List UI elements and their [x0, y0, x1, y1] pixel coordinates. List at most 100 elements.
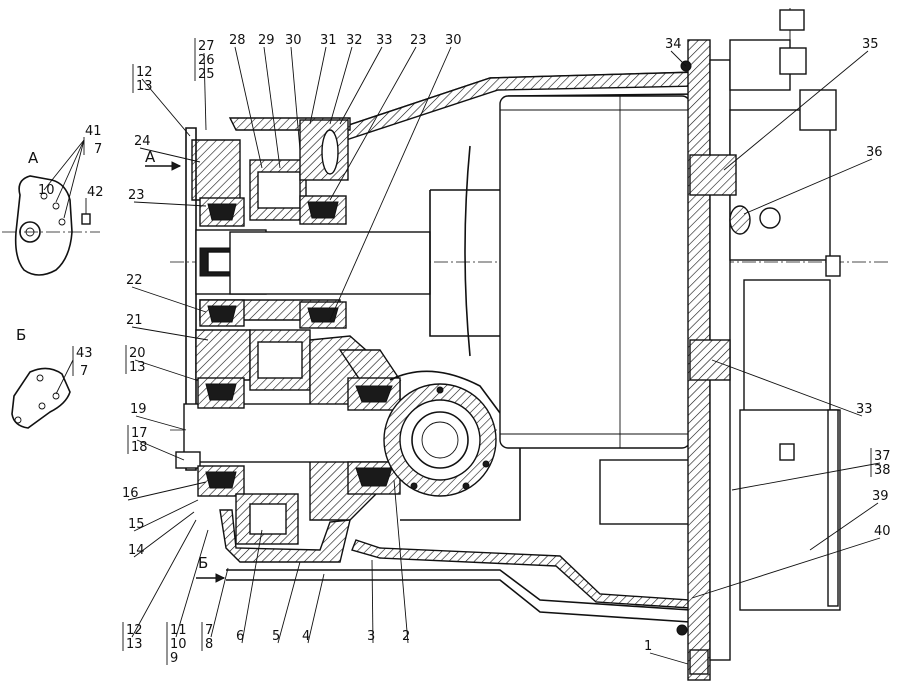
- callout-label-17-18-0: 17: [131, 426, 148, 441]
- callout-leader-28: [234, 46, 263, 169]
- callout-label-28-0: 28: [229, 33, 246, 48]
- callout-leader-32: [329, 46, 353, 125]
- callout-label-31-0: 31: [320, 33, 337, 48]
- callout-label-33b-0: 33: [856, 402, 873, 417]
- section-arrow-b-label: Б: [198, 554, 208, 572]
- callout-label-32-0: 32: [346, 33, 363, 48]
- callout-label-27-26-25-2: 25: [198, 67, 215, 82]
- callout-label-23b-0: 23: [128, 188, 145, 203]
- view-a-callout-7: 7: [94, 142, 102, 157]
- callout-1: 1: [644, 639, 689, 665]
- callout-21: 21: [126, 313, 209, 341]
- callout-24: 24: [134, 134, 201, 163]
- callout-label-23a-0: 23: [410, 33, 427, 48]
- callout-23b: 23: [128, 188, 207, 207]
- bearing-22: [199, 299, 245, 327]
- callout-leader-7-8: [210, 567, 229, 638]
- callout-leader-2: [393, 479, 409, 644]
- callout-leader-30b: [329, 46, 452, 321]
- callout-label-29-0: 29: [258, 33, 275, 48]
- callout-33: 33: [339, 33, 393, 125]
- callout-leader-34: [670, 50, 687, 67]
- callout-label-39-0: 39: [872, 489, 889, 504]
- bolt-35: [689, 154, 737, 196]
- section-arrows: А Б: [145, 148, 226, 583]
- callout-leader-5: [277, 561, 301, 644]
- callout-2: 2: [393, 479, 410, 644]
- callout-leader-1: [649, 652, 689, 665]
- callout-31: 31: [309, 33, 337, 125]
- callout-leader-16: [127, 481, 207, 501]
- callout-leader-15: [133, 499, 199, 532]
- callout-leader-29: [263, 46, 281, 169]
- callout-leader-14: [133, 511, 195, 558]
- callout-5: 5: [272, 561, 301, 644]
- callout-label-11-10-9-2: 9: [170, 651, 178, 666]
- callout-19: 19: [130, 402, 187, 431]
- callout-leader-31: [309, 46, 327, 125]
- callout-16: 16: [122, 481, 207, 501]
- view-a-callout-41: 41: [85, 124, 102, 139]
- callout-label-37-38-1: 38: [874, 463, 891, 478]
- callout-label-33-0: 33: [376, 33, 393, 48]
- view-b-title: Б: [16, 326, 26, 344]
- callout-label-40-0: 40: [874, 524, 891, 539]
- callout-label-20-13-0: 20: [129, 346, 146, 361]
- view-b-callout-43: 43: [76, 346, 93, 361]
- motor-body: [499, 95, 691, 449]
- callout-label-20-13-1: 13: [129, 360, 146, 375]
- callout-label-27-26-25-0: 27: [198, 39, 215, 54]
- callout-label-30b-0: 30: [445, 33, 462, 48]
- callout-leader-37-38: [731, 462, 881, 491]
- view-a-inner-label: 10: [38, 183, 55, 198]
- intermediate-shaft: [229, 231, 431, 295]
- view-a-housing: [14, 175, 73, 276]
- callout-33b: 33: [711, 359, 873, 417]
- callout-leader-12-13: [141, 78, 191, 137]
- callout-label-12-13b-1: 13: [126, 637, 143, 652]
- callout-30a: 30: [285, 33, 302, 151]
- callout-leader-11-10-9: [175, 529, 209, 638]
- callout-leader-27-26-25: [203, 52, 207, 131]
- callout-35: 35: [723, 37, 879, 171]
- callout-22: 22: [126, 273, 207, 313]
- callout-leader-23b: [133, 201, 207, 207]
- callout-leader-33: [339, 46, 383, 125]
- callout-15: 15: [128, 499, 199, 532]
- view-b-callout-7: 7: [80, 364, 88, 379]
- right-cover: [739, 409, 841, 611]
- callout-label-35-0: 35: [862, 37, 879, 52]
- main-section: [170, 8, 890, 681]
- callout-label-12-13b-0: 12: [126, 623, 143, 638]
- callout-leader-24: [139, 147, 201, 163]
- callout-label-2-0: 2: [402, 629, 410, 644]
- callout-29: 29: [258, 33, 281, 169]
- callout-leader-30a: [290, 46, 301, 151]
- bearing-30-upper: [299, 195, 347, 225]
- upper-right-housing: [729, 109, 831, 261]
- callout-leader-17-18: [136, 439, 185, 461]
- bearing-lower-bottom: [197, 465, 245, 497]
- callout-28: 28: [229, 33, 263, 169]
- callout-label-21-0: 21: [126, 313, 143, 328]
- callout-4: 4: [302, 573, 325, 644]
- callout-34: 34: [665, 37, 687, 67]
- callout-39: 39: [809, 489, 889, 551]
- view-a-title: А: [28, 149, 39, 167]
- callout-label-36-0: 36: [866, 145, 883, 160]
- callout-label-7-8-0: 7: [205, 623, 213, 638]
- callout-36: 36: [743, 145, 883, 215]
- callout-leader-36: [743, 158, 873, 215]
- callout-label-1-0: 1: [644, 639, 652, 654]
- bearing-lower-left: [197, 377, 245, 409]
- view-a-callout-42: 42: [87, 185, 104, 200]
- callout-40: 40: [691, 524, 891, 599]
- callout-leader-6: [241, 529, 263, 644]
- callout-label-11-10-9-1: 10: [170, 637, 187, 652]
- callout-3: 3: [367, 559, 375, 644]
- inset-view-b: Б 43 7: [11, 326, 93, 429]
